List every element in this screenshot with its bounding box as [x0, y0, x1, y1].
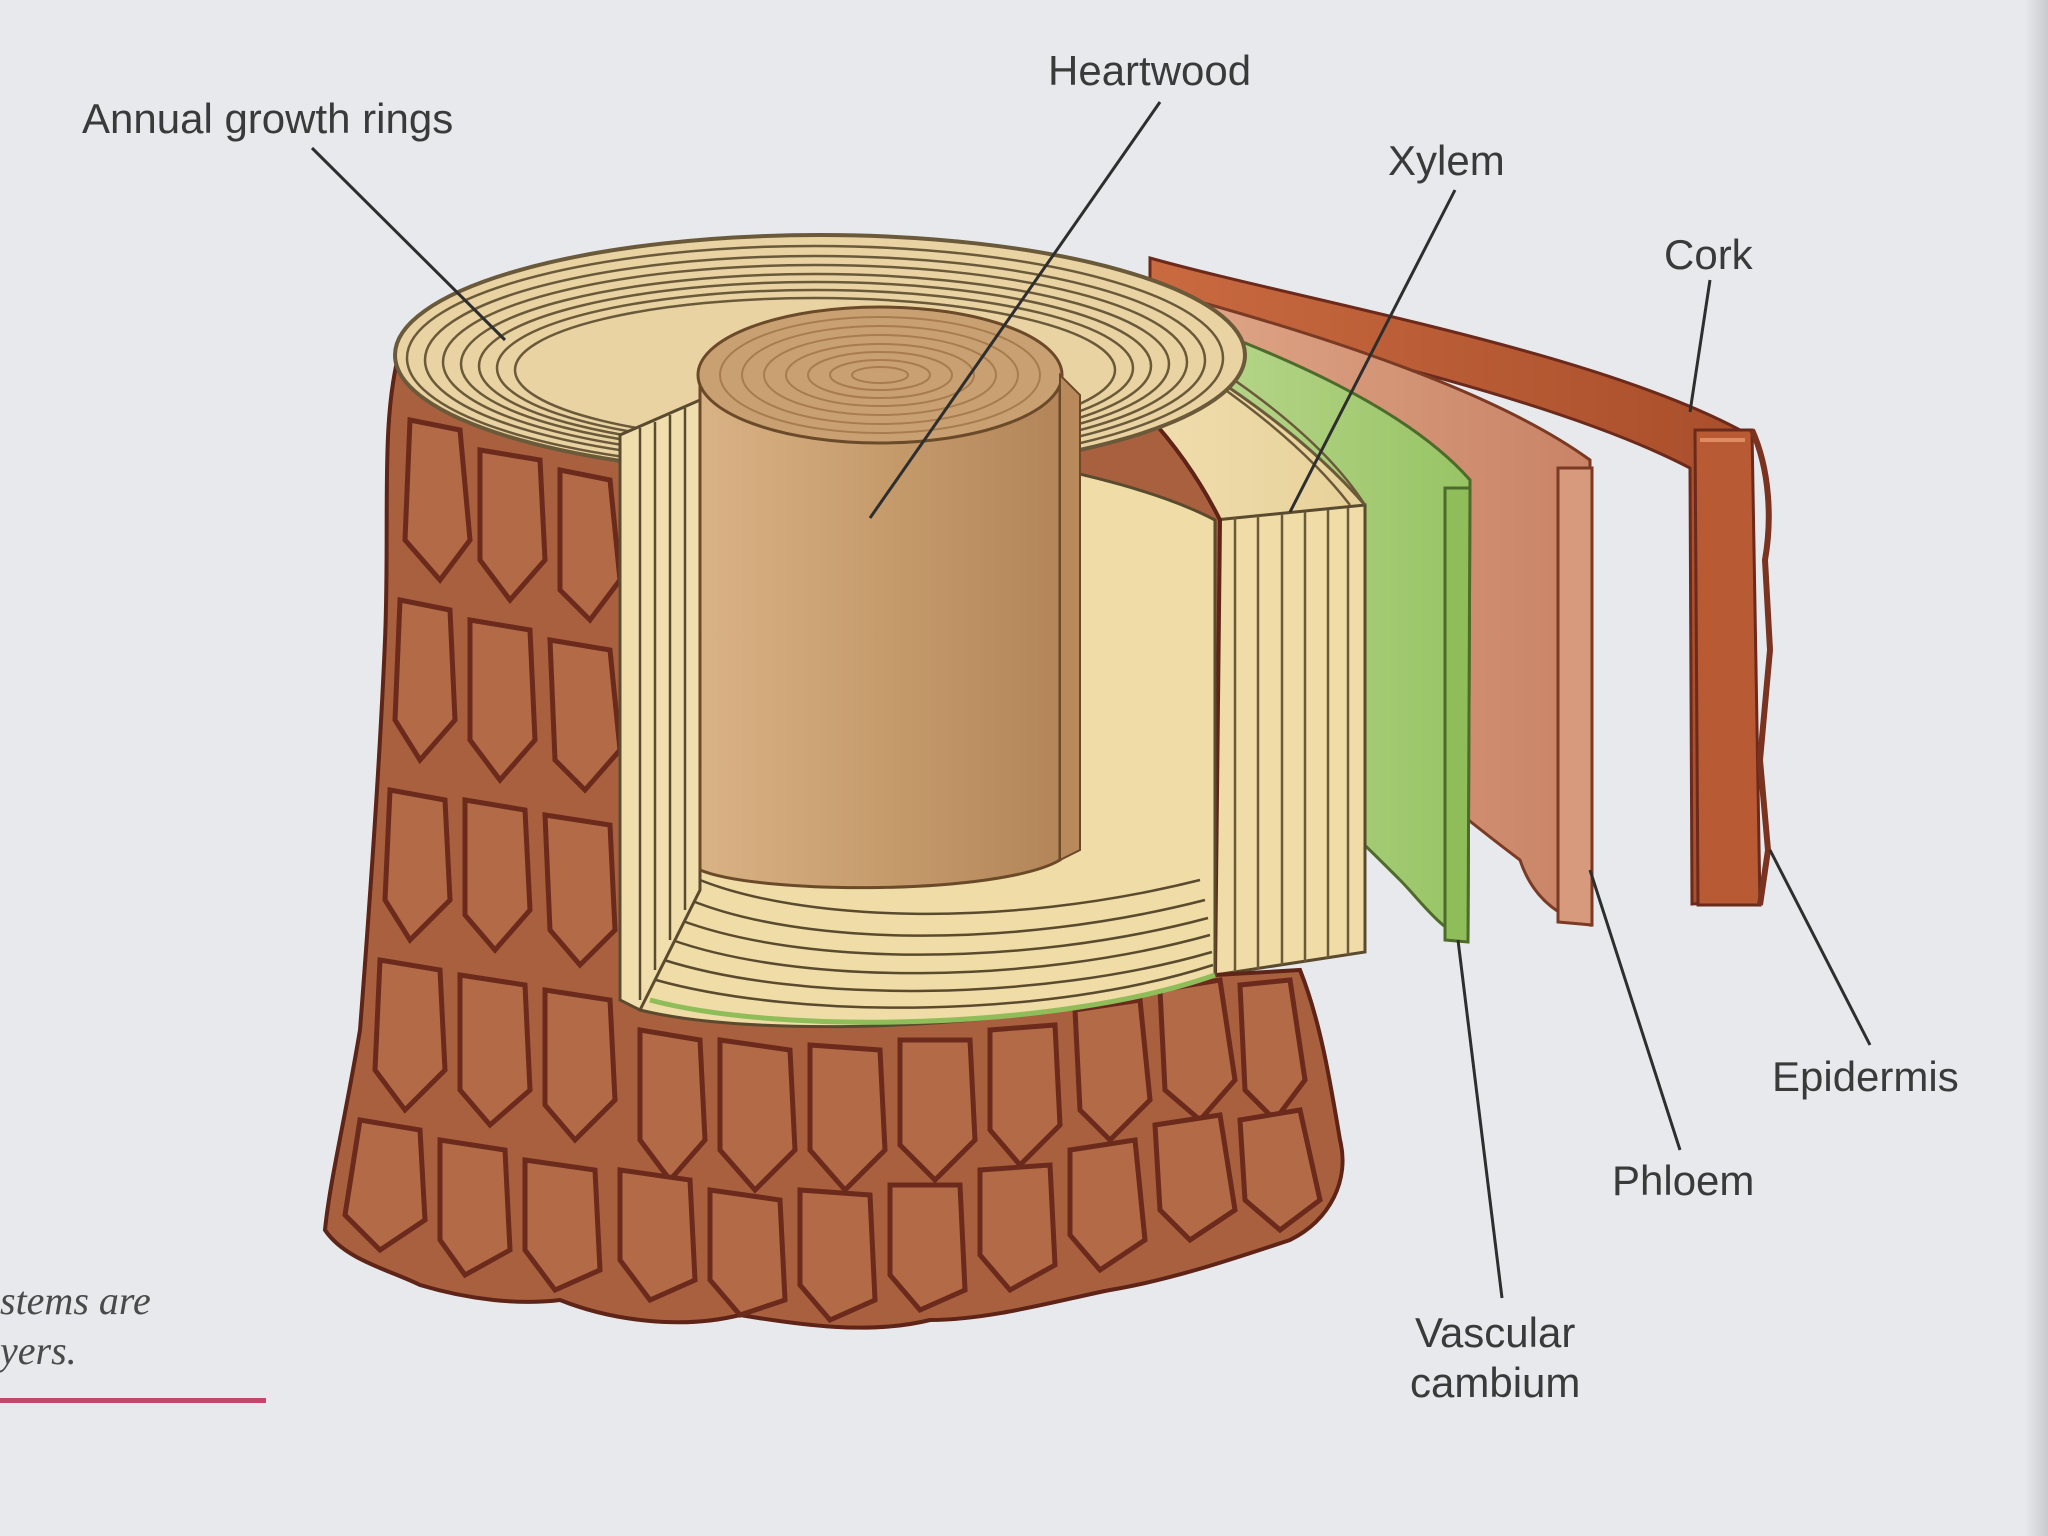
leader-cork	[1688, 279, 1712, 413]
leader-annual-growth-rings	[310, 146, 507, 342]
figure-caption: stems are yers.	[0, 1276, 151, 1376]
label-vascular-cambium-line2: cambium	[1410, 1359, 1581, 1406]
label-cork: Cork	[1664, 231, 1753, 278]
leader-epidermis	[1768, 849, 1872, 1046]
leader-heartwood	[868, 101, 1162, 519]
heartwood	[696, 305, 1081, 890]
label-vascular-cambium: Vascular cambium	[1410, 1308, 1580, 1408]
label-heartwood: Heartwood	[1048, 47, 1252, 94]
epidermis-layer	[1749, 428, 1774, 906]
label-annual-growth-rings: Annual growth rings	[82, 95, 454, 142]
vascular-cambium-layer	[1098, 287, 1472, 944]
caption-line2: yers.	[0, 1328, 77, 1373]
label-phloem: Phloem	[1612, 1157, 1755, 1204]
leader-phloem	[1588, 869, 1682, 1151]
leader-vascular-cambium	[1456, 939, 1504, 1299]
phloem-layer	[1118, 278, 1594, 927]
page-edge-shadow	[2026, 0, 2048, 1536]
leader-lines	[310, 101, 1872, 1299]
label-vascular-cambium-line1: Vascular	[1415, 1309, 1576, 1356]
label-xylem: Xylem	[1388, 137, 1505, 184]
xylem-layer	[1058, 287, 1367, 977]
label-epidermis: Epidermis	[1772, 1053, 1959, 1100]
caption-rule	[0, 1398, 266, 1403]
leader-xylem	[1288, 189, 1457, 513]
caption-line1: stems are	[0, 1278, 151, 1323]
